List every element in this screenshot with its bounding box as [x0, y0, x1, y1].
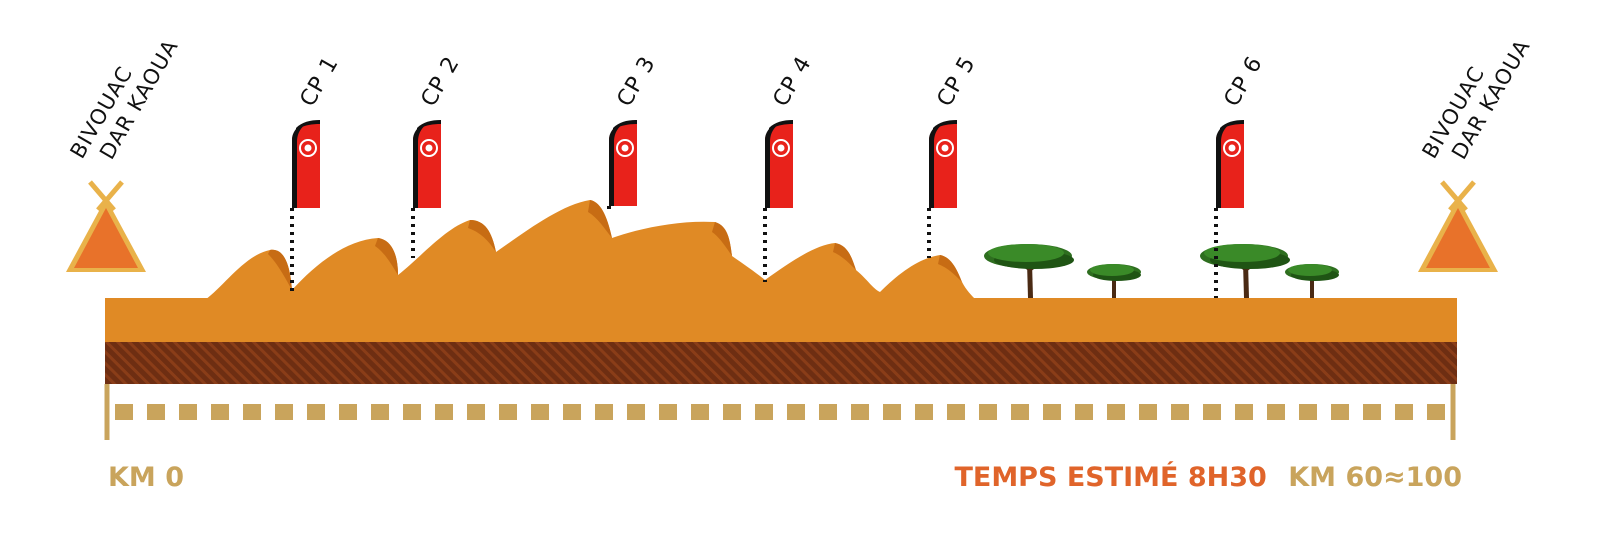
- soil-band: [105, 342, 1457, 384]
- acacia-tree-icon: [1285, 264, 1339, 298]
- estimated-time-label: TEMPS ESTIMÉ 8H30: [954, 462, 1267, 493]
- dunes: [205, 200, 976, 300]
- acacia-tree-icon: [984, 244, 1074, 298]
- end-tent-icon: [1418, 180, 1498, 272]
- start-tent-icon: [66, 180, 146, 272]
- start-camp-label: BIVOUAC DAR KAOUA: [66, 35, 183, 163]
- footer-right: TEMPS ESTIMÉ 8H30 KM 60≈100: [954, 462, 1462, 493]
- checkpoint-label: CP 3: [613, 52, 661, 111]
- checkpoint-label: CP 4: [769, 52, 817, 111]
- checkpoint-5: CP 5: [927, 52, 981, 258]
- checkpoint-label: CP 5: [933, 52, 981, 111]
- acacia-tree-icon: [1200, 244, 1290, 298]
- km-start-label: KM 0: [108, 462, 184, 493]
- sand-band: [105, 298, 1457, 342]
- checkpoint-3: CP 3: [607, 52, 661, 214]
- checkpoint-label: CP 6: [1220, 52, 1268, 111]
- checkpoint-label: CP 1: [296, 52, 344, 111]
- end-camp-label: BIVOUAC DAR KAOUA: [1418, 35, 1535, 163]
- checkpoint-4: CP 4: [763, 52, 817, 282]
- distance-track: [104, 384, 1456, 440]
- km-end-label: KM 60≈100: [1288, 462, 1462, 493]
- checkpoint-label: CP 2: [417, 52, 465, 111]
- acacia-tree-icon: [1087, 264, 1141, 298]
